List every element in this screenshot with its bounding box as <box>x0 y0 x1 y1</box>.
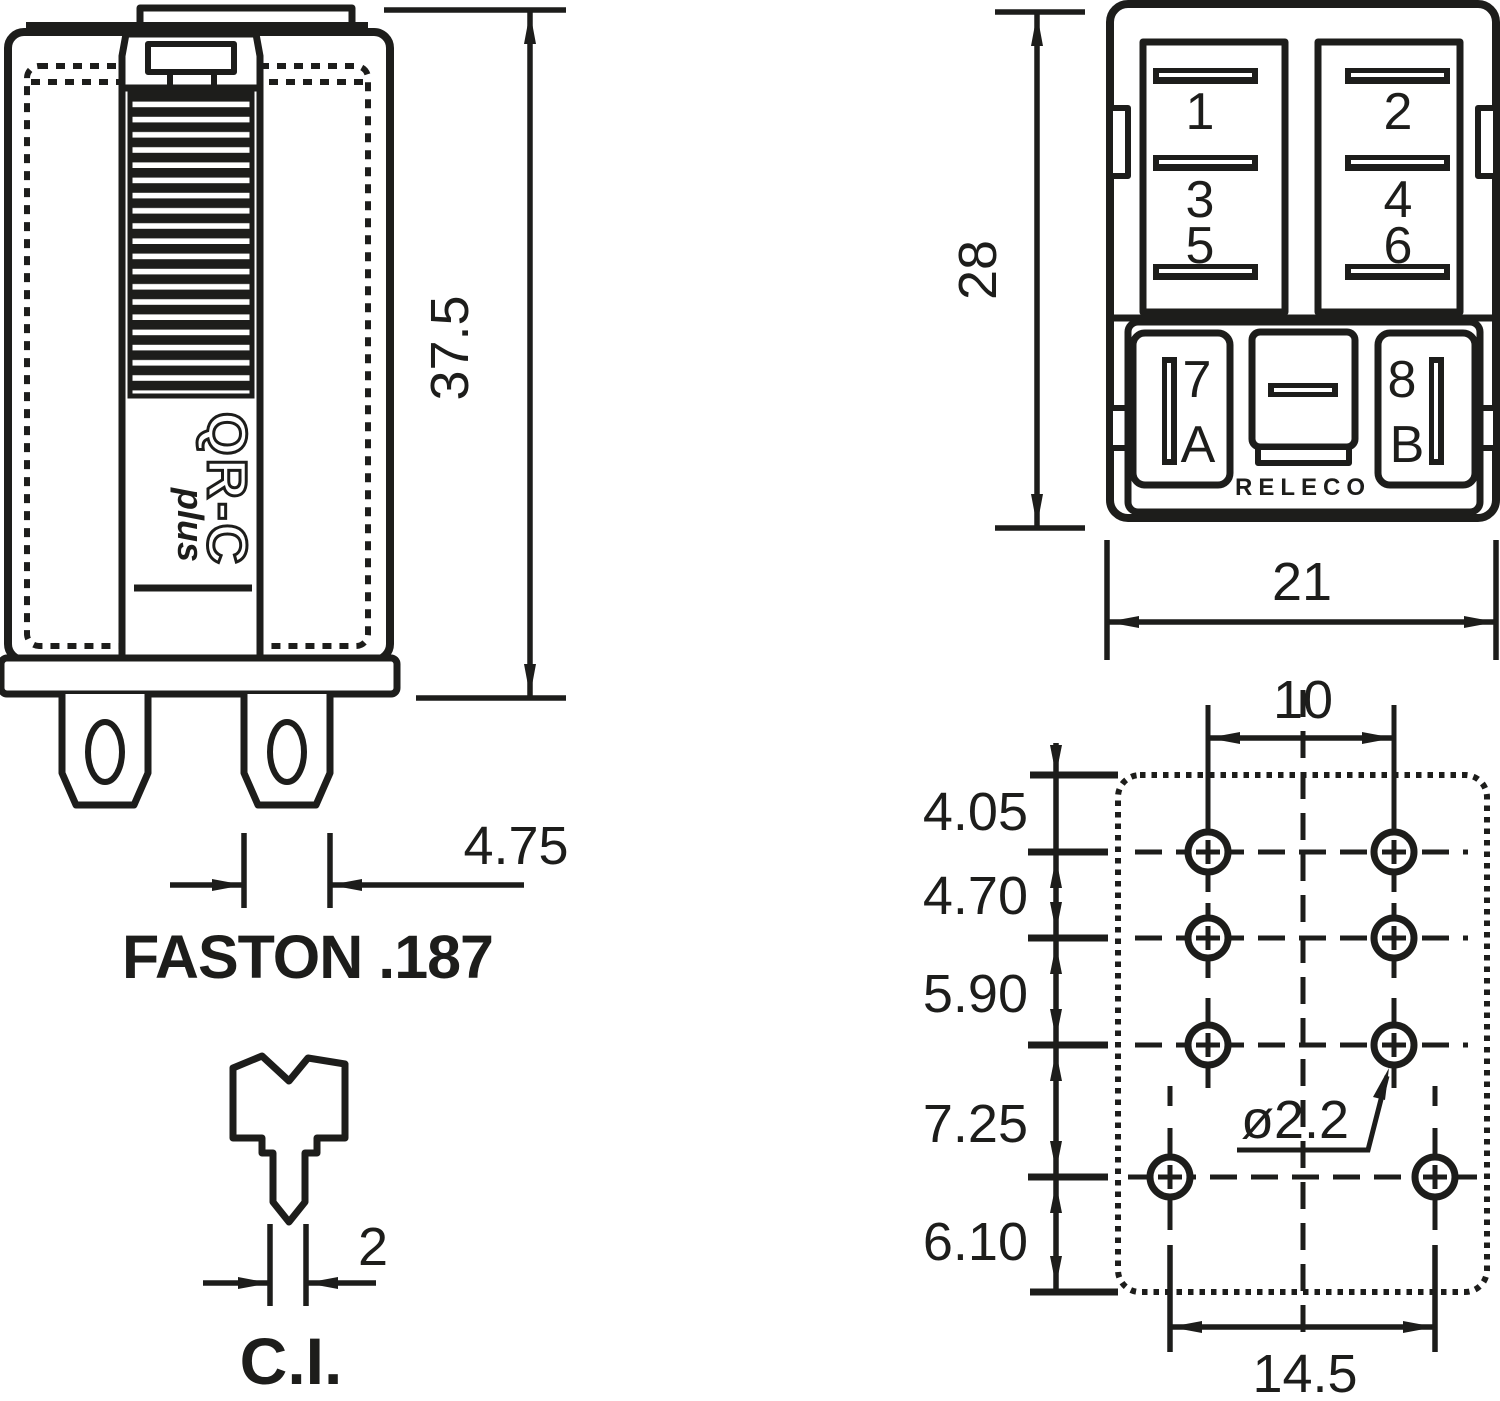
dim-row-1: 4.05 <box>923 782 1028 842</box>
dim-hole-spacing-bottom: 14.5 <box>1167 1245 1438 1401</box>
dim-top-spacing-value: 10 <box>1273 670 1333 730</box>
contact-slots-left <box>1153 68 1258 280</box>
board-dotted-outline <box>1115 772 1490 1295</box>
product-suffix-label: plus <box>170 487 211 562</box>
arrowhead-down <box>524 664 536 696</box>
latch-inner <box>145 41 237 75</box>
key-tab-right-upper <box>1475 105 1499 179</box>
arrowhead-left <box>1107 616 1139 628</box>
dim-row-5: 6.10 <box>923 1212 1028 1272</box>
product-name-label: QR-C <box>196 412 259 567</box>
coil-box-8B <box>1374 329 1479 489</box>
dim-body-height-value: 28 <box>948 240 1008 300</box>
chain-arrowheads <box>1050 745 1062 1286</box>
dim-bottom-spacing-value: 14.5 <box>1252 1344 1357 1401</box>
arrowhead-down <box>1031 494 1043 526</box>
terminal-6: 6 <box>1384 217 1413 275</box>
drill-holes <box>1146 828 1459 1201</box>
drill-pattern: 10 14.5 ø2.2 <box>923 670 1490 1401</box>
terminal-1: 1 <box>1186 83 1215 141</box>
dim-overall-height: 37.5 <box>384 7 566 701</box>
hole-diameter-value: ø2.2 <box>1241 1090 1349 1150</box>
dim-body-width: 21 <box>1104 540 1499 660</box>
ci-pin-detail: 2 C.I. <box>203 1052 388 1398</box>
key-tab-left-upper <box>1107 105 1131 179</box>
dim-body-height: 28 <box>948 9 1085 531</box>
dim-height-value: 37.5 <box>420 295 480 400</box>
arrowhead-up <box>524 12 536 44</box>
pin-hole-right <box>267 719 307 785</box>
coil-box-7A <box>1129 329 1234 489</box>
top-plate <box>26 22 368 33</box>
coil-terminal-7: 7 <box>1183 351 1212 409</box>
dim-ci-width: 2 <box>203 1217 388 1306</box>
latch-rib-stripes <box>127 89 255 399</box>
ci-pin-outline <box>229 1052 349 1226</box>
dim-pin-width-value: 4.75 <box>463 816 568 876</box>
leader-arrowhead <box>1373 1068 1389 1100</box>
coil-terminal-8: 8 <box>1388 351 1417 409</box>
coil-terminal-B: B <box>1390 416 1425 474</box>
arrowhead-left <box>1170 1321 1202 1333</box>
dim-hole-spacing-top: 10 <box>1208 670 1394 744</box>
arrowhead-left <box>330 879 362 891</box>
arrowhead-right <box>1403 1321 1435 1333</box>
ci-label: C.I. <box>240 1324 343 1398</box>
arrowhead-right <box>1464 616 1496 628</box>
dim-ci-width-value: 2 <box>358 1217 388 1277</box>
terminal-5: 5 <box>1186 217 1215 275</box>
hole-diameter-callout: ø2.2 <box>1237 1068 1390 1153</box>
arrowhead-left <box>1208 732 1240 744</box>
pin-type-label: FASTON .187 <box>122 923 493 991</box>
arrowhead-right <box>238 1277 270 1289</box>
arrowhead-left <box>306 1277 338 1289</box>
dim-body-width-value: 21 <box>1272 552 1332 612</box>
terminal-4: 4 <box>1384 171 1413 229</box>
arrowhead-right <box>212 879 244 891</box>
dim-row-chain: 4.05 4.70 5.90 7.25 6.10 <box>923 743 1118 1296</box>
terminal-3: 3 <box>1186 171 1215 229</box>
coil-terminal-A: A <box>1181 416 1216 474</box>
bottom-view: 1 2 3 4 5 6 7 A 8 B RELECO 28 <box>948 0 1500 660</box>
dim-row-3: 5.90 <box>923 964 1028 1024</box>
dim-row-4: 7.25 <box>923 1094 1028 1154</box>
dim-row-2: 4.70 <box>923 866 1028 926</box>
pin-hole-left <box>85 719 125 785</box>
terminal-2: 2 <box>1384 83 1413 141</box>
dim-pin-width: 4.75 <box>170 816 569 908</box>
arrowhead-up <box>1031 14 1043 46</box>
chain-ticks <box>1028 771 1118 1296</box>
coil-box-center-tray <box>1255 444 1352 466</box>
arrowhead-right <box>1362 732 1394 744</box>
hole-center-marks <box>1158 840 1447 1189</box>
contact-slots-right <box>1345 68 1450 280</box>
brand-label: RELECO <box>1235 474 1371 501</box>
base-flange <box>0 654 401 698</box>
side-view: QR-C plus 37.5 4.75 FASTO <box>0 4 569 991</box>
